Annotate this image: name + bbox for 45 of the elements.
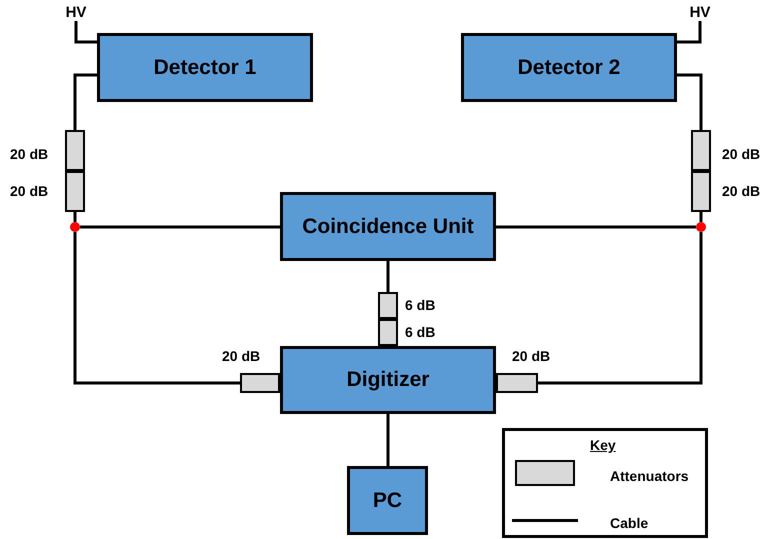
attenuator	[240, 373, 280, 393]
cable-line	[80, 226, 280, 228]
attenuation-label: 20 dB	[10, 183, 48, 199]
component-box	[461, 33, 677, 102]
cable-line	[74, 74, 97, 130]
attenuation-label: 20 dB	[10, 146, 48, 162]
attenuation-label: 6 dB	[405, 324, 436, 340]
legend-label: Cable	[610, 515, 648, 531]
attenuator	[65, 130, 85, 171]
component-box	[280, 346, 496, 414]
junction-dot	[696, 222, 706, 232]
cable-line	[386, 414, 390, 466]
box-label: PC	[372, 488, 402, 512]
attenuation-label: 20 dB	[722, 146, 760, 162]
attenuation-label: 20 dB	[512, 348, 550, 364]
cable-line	[74, 212, 76, 222]
attenuator	[378, 319, 398, 346]
attenuator	[691, 130, 711, 171]
component-box	[347, 466, 428, 535]
cable-line	[496, 226, 696, 228]
cable-line	[386, 261, 390, 292]
cable-line	[538, 232, 702, 384]
attenuation-label: 20 dB	[722, 183, 760, 199]
attenuator	[65, 171, 85, 212]
component-box	[97, 33, 313, 102]
voltage-label: HV	[65, 3, 87, 21]
legend-label: Attenuators	[610, 468, 689, 484]
box-label: Coincidence Unit	[302, 214, 474, 238]
cable-line	[677, 21, 702, 44]
component-box	[280, 192, 496, 261]
attenuator	[691, 171, 711, 212]
attenuator	[496, 373, 538, 393]
box-label: Detector 1	[154, 56, 256, 80]
cable-line	[74, 21, 97, 44]
attenuation-label: 6 dB	[405, 297, 436, 313]
box-label: Detector 2	[518, 56, 620, 80]
box-label: Digitizer	[346, 368, 430, 392]
cable-line	[677, 74, 702, 130]
junction-dot	[70, 222, 80, 232]
attenuator	[378, 292, 398, 319]
cable-line	[700, 212, 702, 222]
cable-line	[74, 232, 240, 384]
legend-title: Key	[590, 437, 616, 453]
attenuation-label: 20 dB	[222, 348, 260, 364]
voltage-label: HV	[689, 3, 711, 21]
